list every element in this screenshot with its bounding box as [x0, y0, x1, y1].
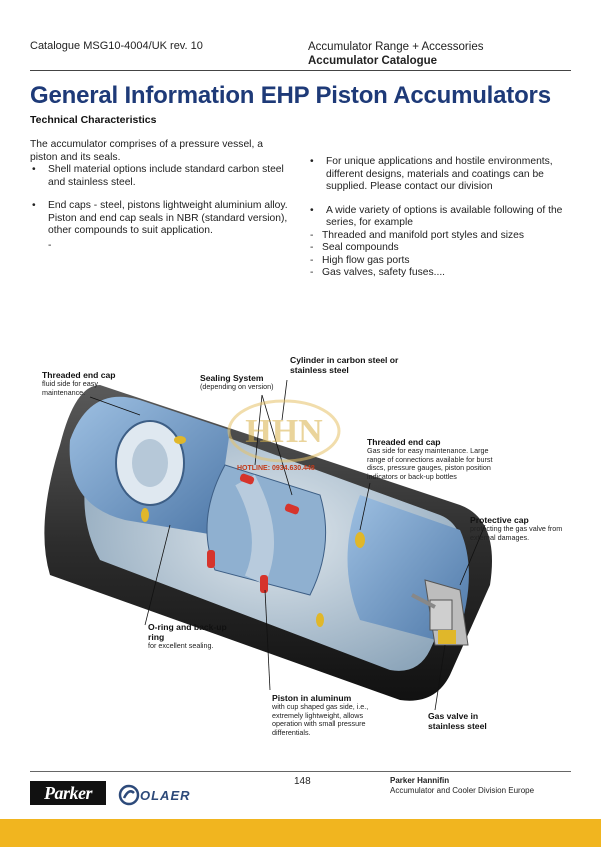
bullet-unique-applications: For unique applications and hostile envi…: [308, 156, 573, 194]
watermark-logo-text: HHN: [245, 413, 323, 450]
accumulator-cutaway-diagram: Threaded end cap fluid side for easy mai…: [30, 345, 575, 765]
callout-piston: Piston in aluminum with cup shaped gas s…: [272, 693, 369, 737]
callout-cylinder: Cylinder in carbon steel or stainless st…: [290, 355, 399, 375]
empty-dash: -: [48, 239, 52, 251]
callout-threaded-end-cap-gas: Threaded end cap Gas side for easy maint…: [367, 437, 493, 481]
header-right: Accumulator Range + Accessories Accumula…: [308, 40, 483, 68]
catalogue-reference: Catalogue MSG10-4004/UK rev. 10: [30, 40, 203, 52]
watermark-logo-icon: HHN: [227, 399, 341, 463]
callout-gas-valve: Gas valve in stainless steel: [428, 711, 487, 731]
option-item: Seal compounds: [308, 242, 573, 255]
callout-sealing-system: Sealing System (depending on version): [200, 373, 274, 391]
parker-logo: Parker: [30, 781, 106, 805]
section-title: Technical Characteristics: [30, 114, 157, 126]
footer-color-bar: [0, 819, 601, 847]
header-divider: [30, 70, 571, 71]
callout-protective-cap: Protective cap protecting the gas valve …: [470, 515, 563, 542]
division-name: Accumulator and Cooler Division Europe: [390, 786, 535, 795]
bullet-options: A wide variety of options is available f…: [308, 205, 573, 230]
option-item: High flow gas ports: [308, 255, 573, 268]
left-column: The accumulator comprises of a pressure …: [30, 139, 292, 252]
watermark-hotline: HOTLINE: 0934.630.448: [237, 465, 315, 472]
bullet-shell-material: Shell material options include standard …: [30, 164, 292, 189]
callout-o-ring: O-ring and back-up ring for excellent se…: [148, 622, 227, 650]
olaer-logo: OLAER: [118, 784, 191, 806]
footer-divider: [30, 771, 571, 772]
page-number: 148: [294, 776, 311, 787]
catalogue-range: Accumulator Range + Accessories: [308, 41, 484, 53]
bullet-end-caps: End caps - steel, pistons lightweight al…: [30, 200, 292, 238]
right-column: For unique applications and hostile envi…: [308, 156, 573, 280]
olaer-swirl-icon: [118, 784, 140, 806]
catalogue-name: Accumulator Catalogue: [308, 55, 438, 67]
option-item: Threaded and manifold port styles and si…: [308, 230, 573, 243]
accumulator-illustration: [44, 379, 492, 711]
page-title: General Information EHP Piston Accumulat…: [30, 82, 551, 109]
intro-text: The accumulator comprises of a pressure …: [30, 139, 263, 163]
option-item: Gas valves, safety fuses....: [308, 267, 573, 280]
olaer-logo-text: OLAER: [140, 787, 191, 803]
callout-threaded-end-cap-fluid: Threaded end cap fluid side for easy mai…: [42, 370, 116, 397]
footer-company: Parker Hannifin Accumulator and Cooler D…: [390, 776, 534, 796]
company-name: Parker Hannifin: [390, 776, 450, 785]
